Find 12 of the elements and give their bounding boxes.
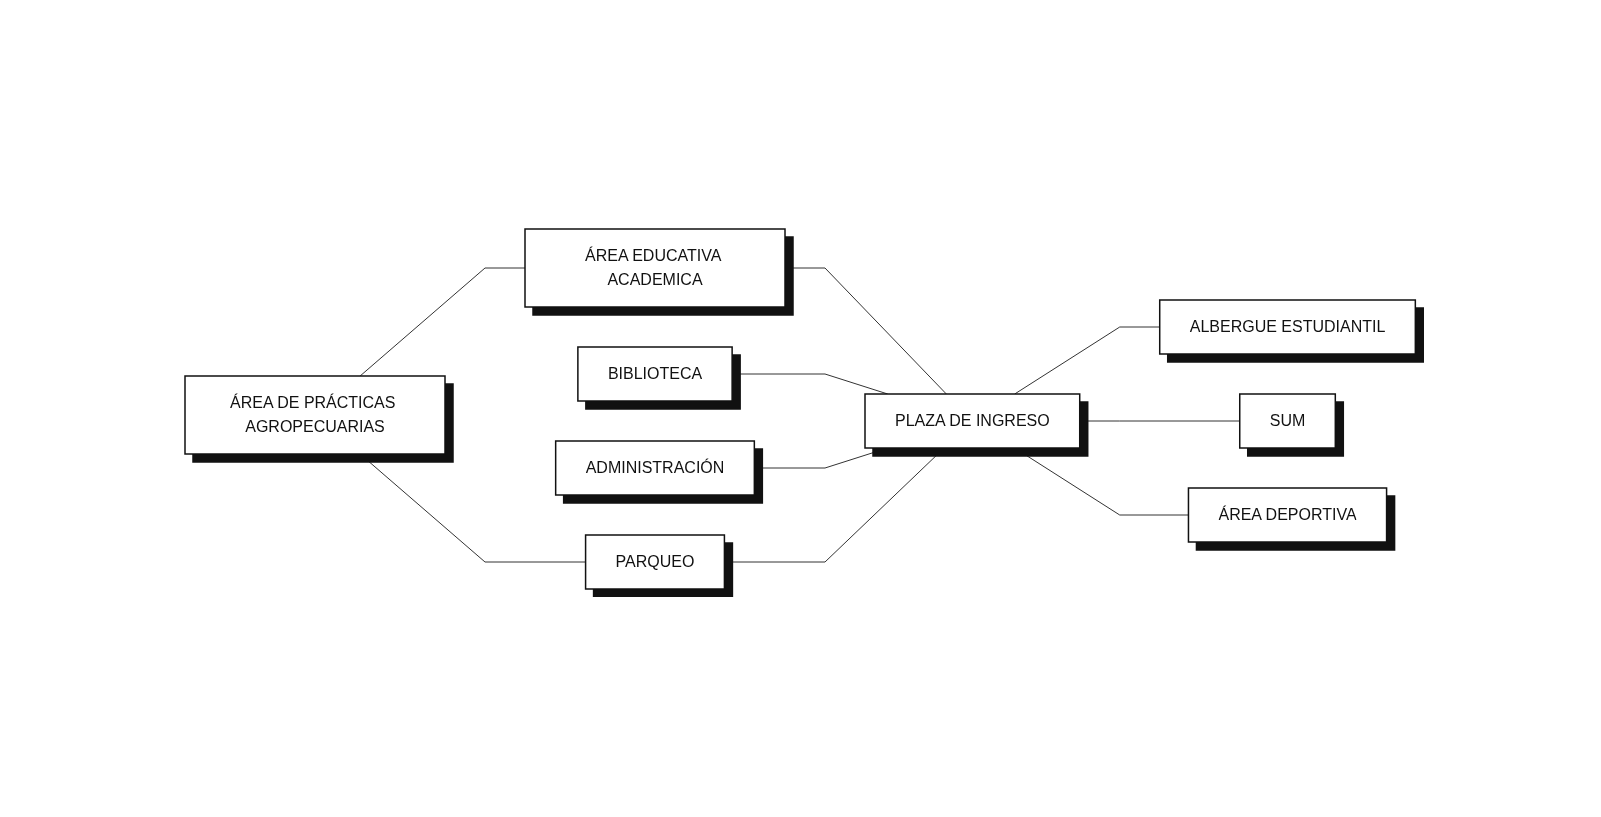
- node-box: ÁREA EDUCATIVA ACADEMICA: [524, 227, 787, 308]
- connector: [359, 267, 526, 376]
- node-box: PLAZA DE INGRESO: [864, 392, 1081, 449]
- node-box: PARQUEO: [585, 533, 726, 590]
- node-box: ADMINISTRACIÓN: [555, 439, 756, 496]
- node-box: ALBERGUE ESTUDIANTIL: [1159, 298, 1417, 355]
- node-box: SUM: [1239, 392, 1337, 449]
- node-box: BIBLIOTECA: [577, 345, 734, 402]
- node-box: ÁREA DEPORTIVA: [1188, 486, 1388, 543]
- connector: [724, 447, 945, 562]
- node-box: ÁREA DE PRÁCTICAS AGROPECUARIAS: [184, 374, 447, 455]
- connector: [1014, 326, 1161, 394]
